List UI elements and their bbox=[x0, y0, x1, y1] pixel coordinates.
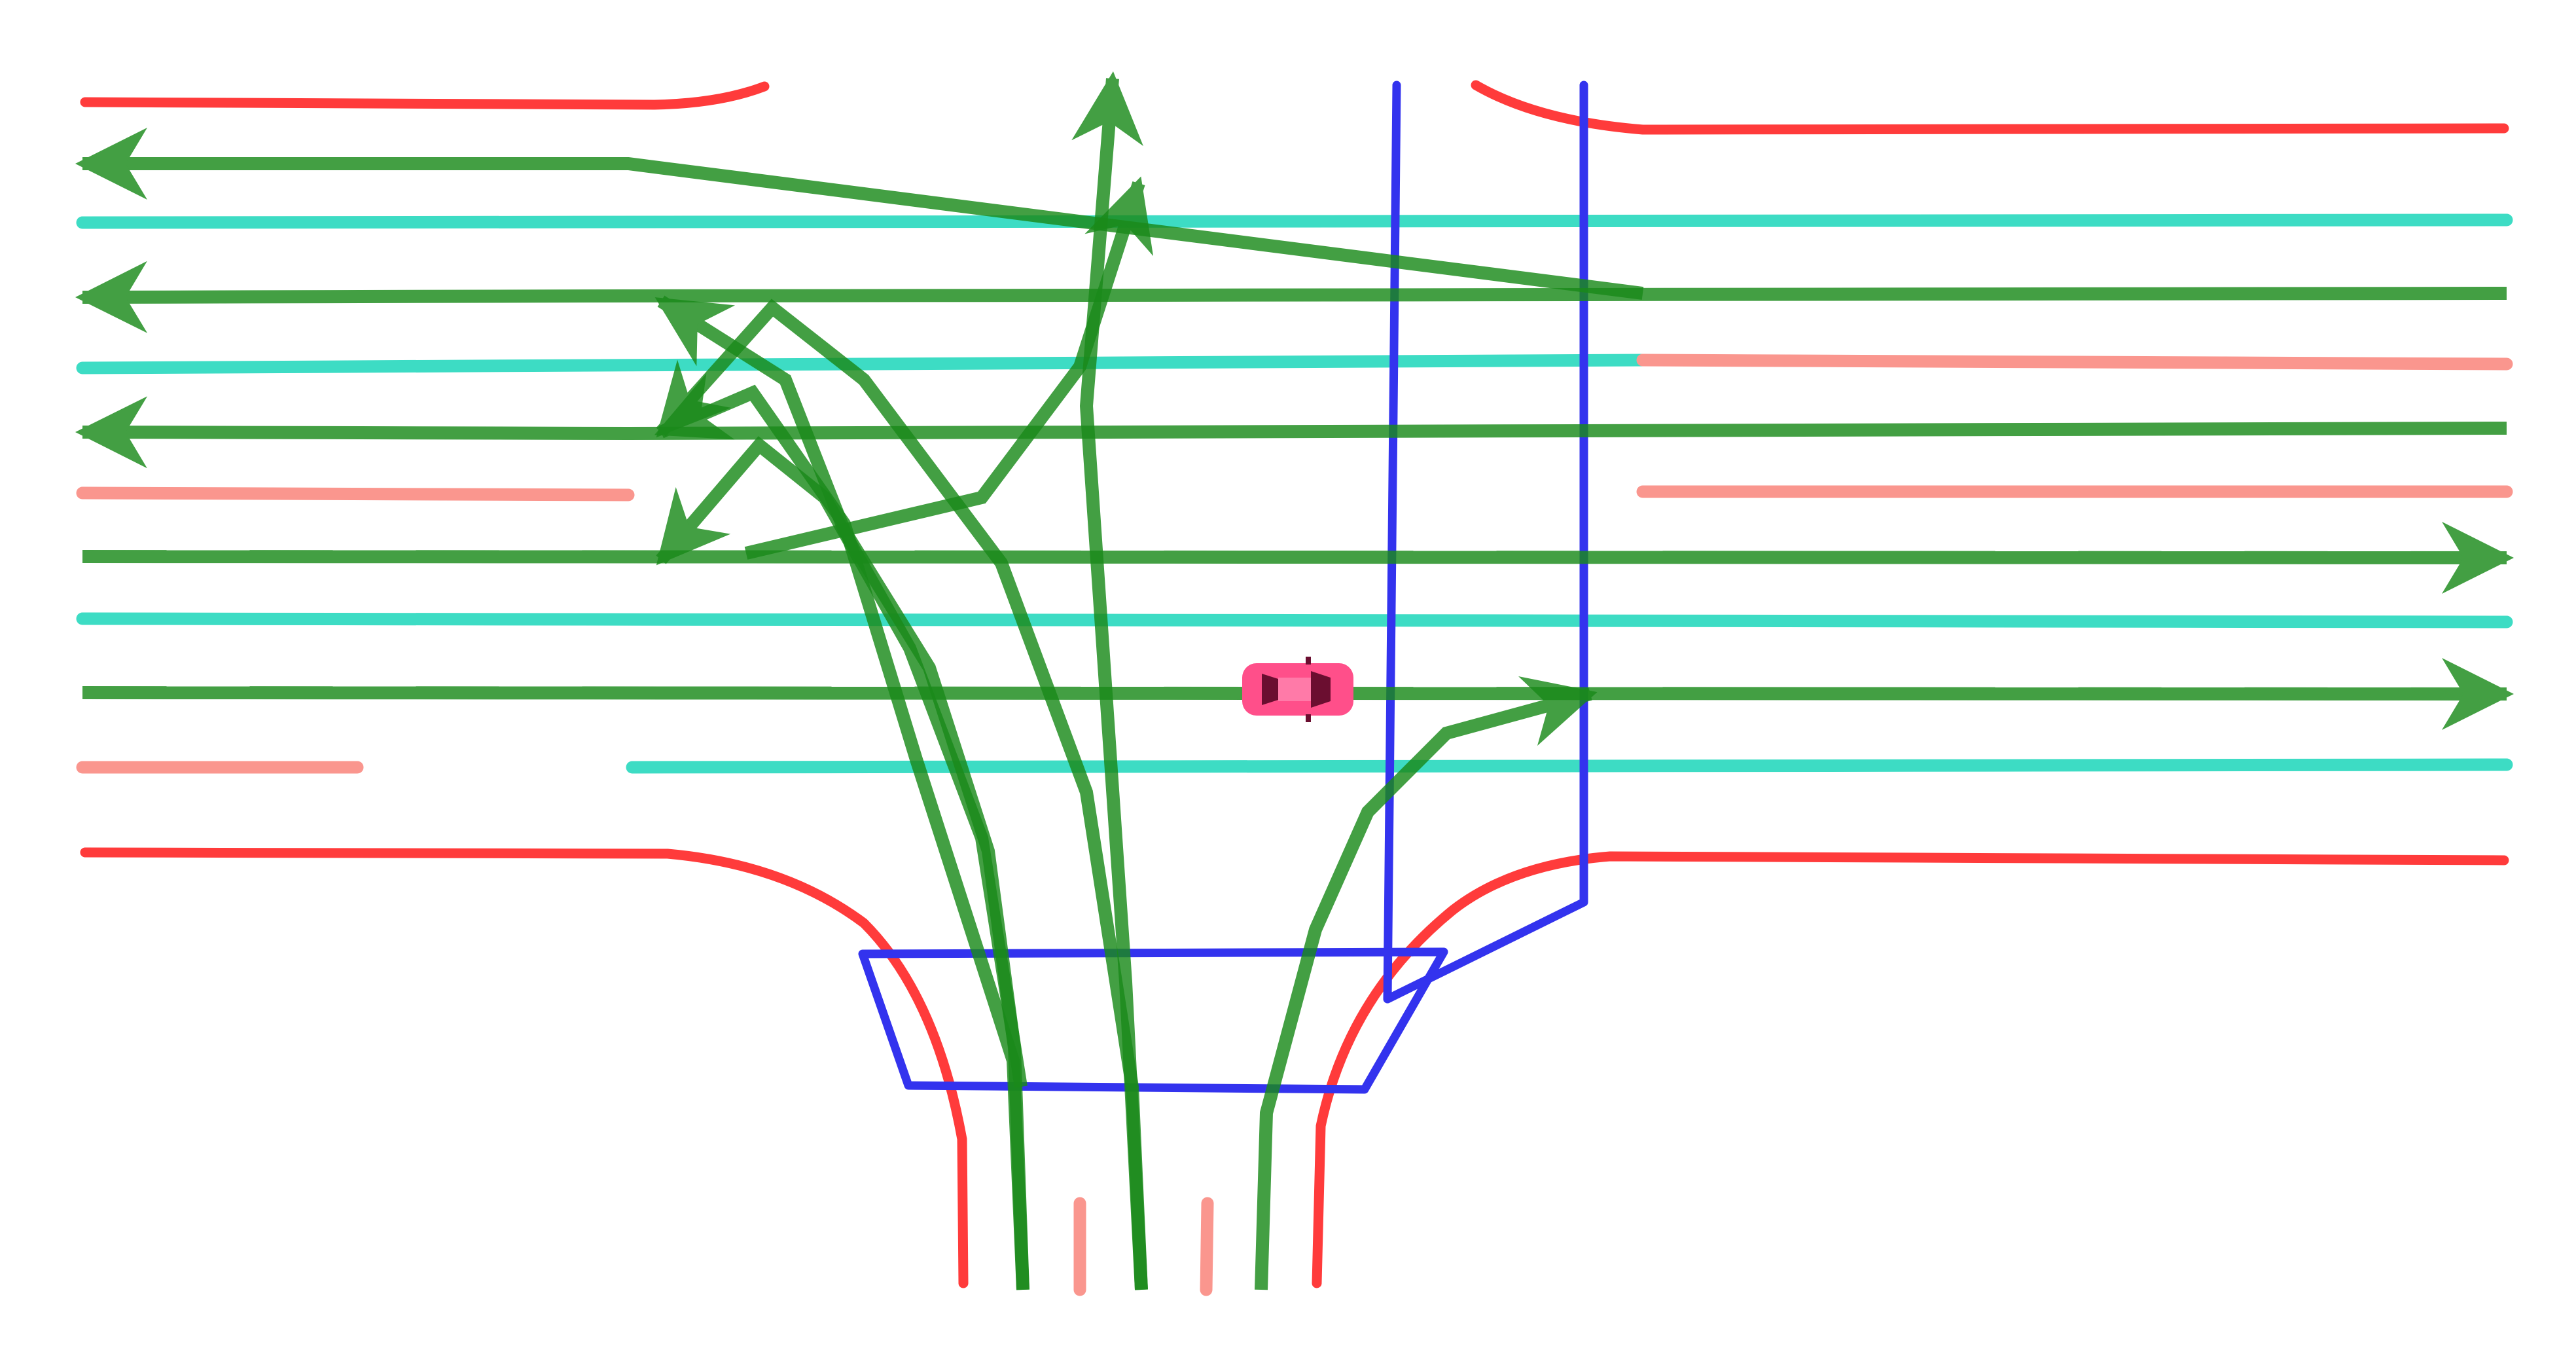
car-mirror-right bbox=[1306, 714, 1311, 722]
lane-divider-dashed bbox=[76, 213, 2513, 229]
car-windshield bbox=[1311, 671, 1331, 708]
road-edge-south-west bbox=[80, 847, 969, 1288]
route-westbound-lane-3 bbox=[75, 396, 2507, 469]
lane-divider-dashed bbox=[76, 612, 2513, 629]
route-westbound-lane-1 bbox=[75, 128, 1644, 300]
lane-divider-dashed bbox=[626, 758, 2513, 774]
lane-divider-solid bbox=[76, 486, 635, 501]
crosswalk-zones bbox=[858, 81, 1588, 1094]
routes bbox=[75, 71, 2514, 1290]
crosswalk-zone-east bbox=[1383, 81, 1588, 1004]
route-westbound-lane-2 bbox=[75, 261, 2507, 333]
car-roof bbox=[1278, 678, 1311, 701]
route-right-turn-to-eastbound bbox=[1255, 676, 1598, 1290]
car-mirror-left bbox=[1306, 657, 1311, 665]
ego-vehicle bbox=[1242, 657, 1353, 722]
road-edge-north-west bbox=[80, 81, 770, 110]
road-edges bbox=[80, 80, 2509, 1288]
crosswalk-zone-south bbox=[858, 947, 1448, 1094]
lane-dividers bbox=[76, 213, 2513, 1296]
route-left-turn-to-westbound-2 bbox=[654, 373, 1029, 1290]
road-edge-north-east bbox=[1471, 80, 2509, 135]
route-eastbound-lane-1 bbox=[82, 521, 2514, 594]
route-left-turn-to-westbound-3 bbox=[656, 436, 1028, 1088]
car-rear-window bbox=[1262, 674, 1278, 705]
route-left-turn-to-westbound-1 bbox=[656, 299, 1148, 1290]
road-edge-south-east bbox=[1312, 851, 2509, 1288]
lane-divider-solid bbox=[1200, 1197, 1214, 1296]
lane-divider-dashed bbox=[76, 354, 1649, 374]
route-lane-change-diagonal bbox=[744, 176, 1154, 560]
lane-divider-solid bbox=[1636, 354, 2513, 371]
